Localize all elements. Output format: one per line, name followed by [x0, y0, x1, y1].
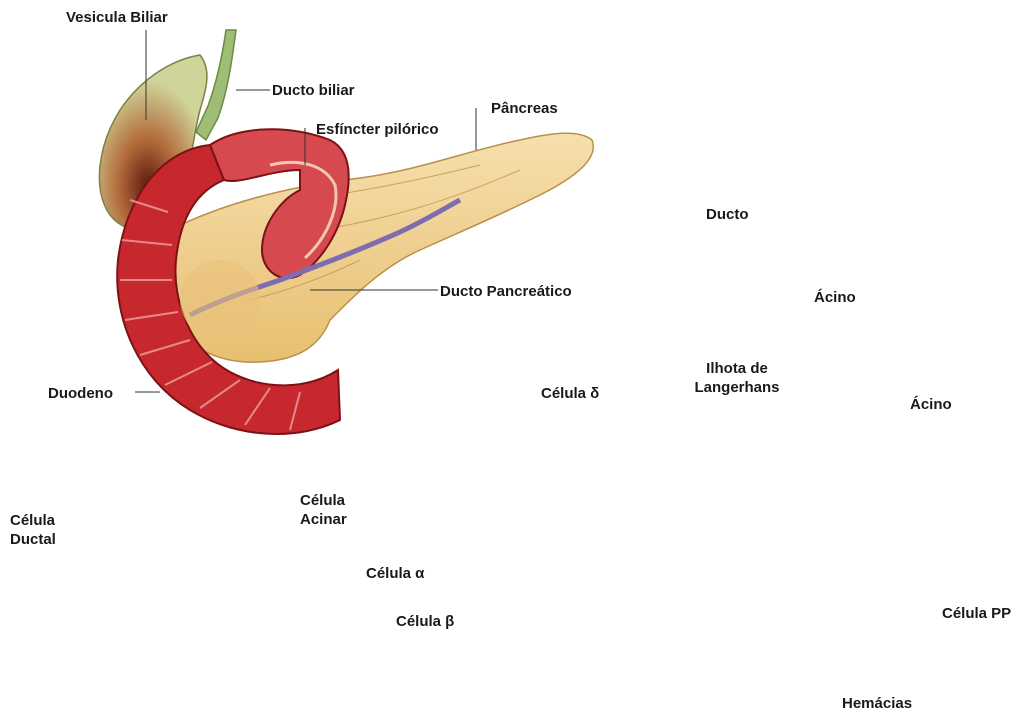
label-red-cells: Hemácias — [842, 694, 912, 713]
label-pancreas: Pâncreas — [491, 99, 558, 118]
label-acinus-top: Ácino — [814, 288, 856, 307]
label-pancreatic-duct: Ducto Pancreático — [440, 282, 572, 301]
pancreas-head-shade — [180, 260, 260, 340]
label-beta-cell: Célula β — [396, 612, 454, 631]
label-pyloric-sphincter: Esfíncter pilórico — [316, 120, 439, 139]
label-islet: Ilhota de Langerhans — [672, 359, 802, 397]
label-ductal-cell: Célula Ductal — [10, 511, 56, 549]
label-duodenum: Duodeno — [48, 384, 113, 403]
label-acinar-cell: Célula Acinar — [300, 491, 347, 529]
label-pp-cell: Célula PP — [942, 604, 1011, 623]
label-duct: Ducto — [706, 205, 749, 224]
label-bile-duct: Ducto biliar — [272, 81, 355, 100]
label-gallbladder: Vesicula Biliar — [66, 8, 168, 27]
label-alpha-cell: Célula α — [366, 564, 424, 583]
label-acinus-islet: Ácino — [910, 395, 952, 414]
label-delta-cell: Célula δ — [541, 384, 599, 403]
